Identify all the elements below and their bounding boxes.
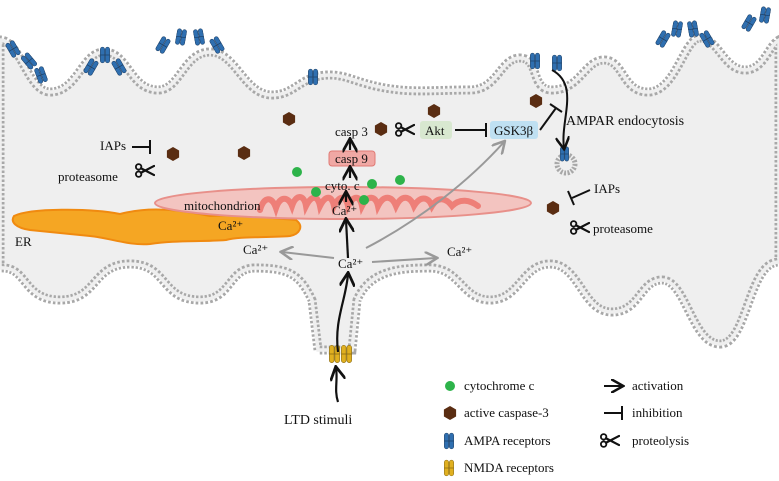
casp9-label: casp 9 xyxy=(335,151,368,166)
iaps-left-inhibition xyxy=(132,140,151,154)
legend-proteolysis-icon xyxy=(600,433,620,448)
proteasome-left-label: proteasome xyxy=(58,169,118,184)
legend-ampa: AMPA receptors xyxy=(464,433,551,448)
gray-arrows xyxy=(282,142,504,262)
legend-caspase-icon xyxy=(443,406,457,420)
er-label: ER xyxy=(15,234,32,249)
gsk3b-label: GSK3β xyxy=(494,123,534,138)
akt-label: Akt xyxy=(425,123,445,138)
legend: cytochrome c active caspase-3 AMPA recep… xyxy=(443,378,689,477)
proteasome-right-label: proteasome xyxy=(593,221,653,236)
ca-left-label: Ca²⁺ xyxy=(243,242,268,257)
iaps-left-label: IAPs xyxy=(100,138,126,153)
endoplasmic-reticulum xyxy=(11,208,302,246)
gsk3b-box xyxy=(490,121,538,139)
ltd-stimuli-label: LTD stimuli xyxy=(284,413,352,428)
cytochrome-c-dots xyxy=(292,167,405,205)
ampar-endocytosis-label: AMPAR endocytosis xyxy=(566,114,684,129)
legend-proteolysis: proteolysis xyxy=(632,433,689,448)
gsk3b-to-endocytosis xyxy=(539,69,567,148)
ca-center-label: Ca²⁺ xyxy=(338,256,363,271)
legend-cytochrome: cytochrome c xyxy=(464,378,535,393)
cyto-c-label: cyto. c xyxy=(325,178,360,193)
akt-box xyxy=(420,121,452,139)
ca-right-label: Ca²⁺ xyxy=(447,244,472,259)
casp3-label: casp 3 xyxy=(335,124,368,139)
mitochondrion-label: mitochondrion xyxy=(184,198,261,213)
mito-ca-label: Ca²⁺ xyxy=(332,203,357,218)
legend-caspase: active caspase-3 xyxy=(464,405,549,420)
iaps-right-label: IAPs xyxy=(594,181,620,196)
er-ca-label: Ca²⁺ xyxy=(218,218,243,233)
akt-inhibits-gsk3b xyxy=(455,123,487,137)
legend-ampa-icon xyxy=(444,432,454,450)
legend-inhibition-icon xyxy=(604,406,623,420)
black-activation-arrows xyxy=(336,140,350,403)
legend-nmda: NMDA receptors xyxy=(464,460,554,475)
legend-nmda-icon xyxy=(444,459,454,477)
legend-cytochrome-icon xyxy=(445,381,455,391)
iaps-right-inhibition xyxy=(567,189,591,206)
legend-activation: activation xyxy=(632,378,684,393)
legend-inhibition: inhibition xyxy=(632,405,683,420)
